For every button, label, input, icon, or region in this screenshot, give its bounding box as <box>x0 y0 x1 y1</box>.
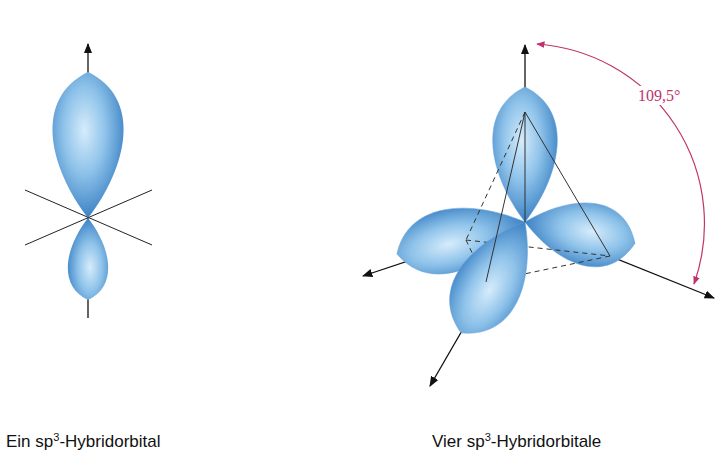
front-lobe <box>432 205 553 349</box>
caption-label: Vier sp3-Hybridorbitale <box>432 432 601 452</box>
four-hybrid-orbitals <box>363 44 714 386</box>
tetrahedron-edge <box>466 112 525 240</box>
tetrahedron-edge <box>486 112 525 282</box>
small-lobe <box>68 218 108 300</box>
top-lobe <box>493 87 558 222</box>
caption-label: Ein sp3-Hybridorbital <box>6 432 161 452</box>
angle-arc <box>537 44 704 284</box>
tetrahedron-edge <box>525 112 526 222</box>
angle-label: 109,5° <box>636 86 682 105</box>
tetrahedron-edge <box>525 112 610 256</box>
large-lobe <box>52 72 123 218</box>
axis-arrow <box>524 45 525 222</box>
single-hybrid-orbital <box>25 44 152 318</box>
